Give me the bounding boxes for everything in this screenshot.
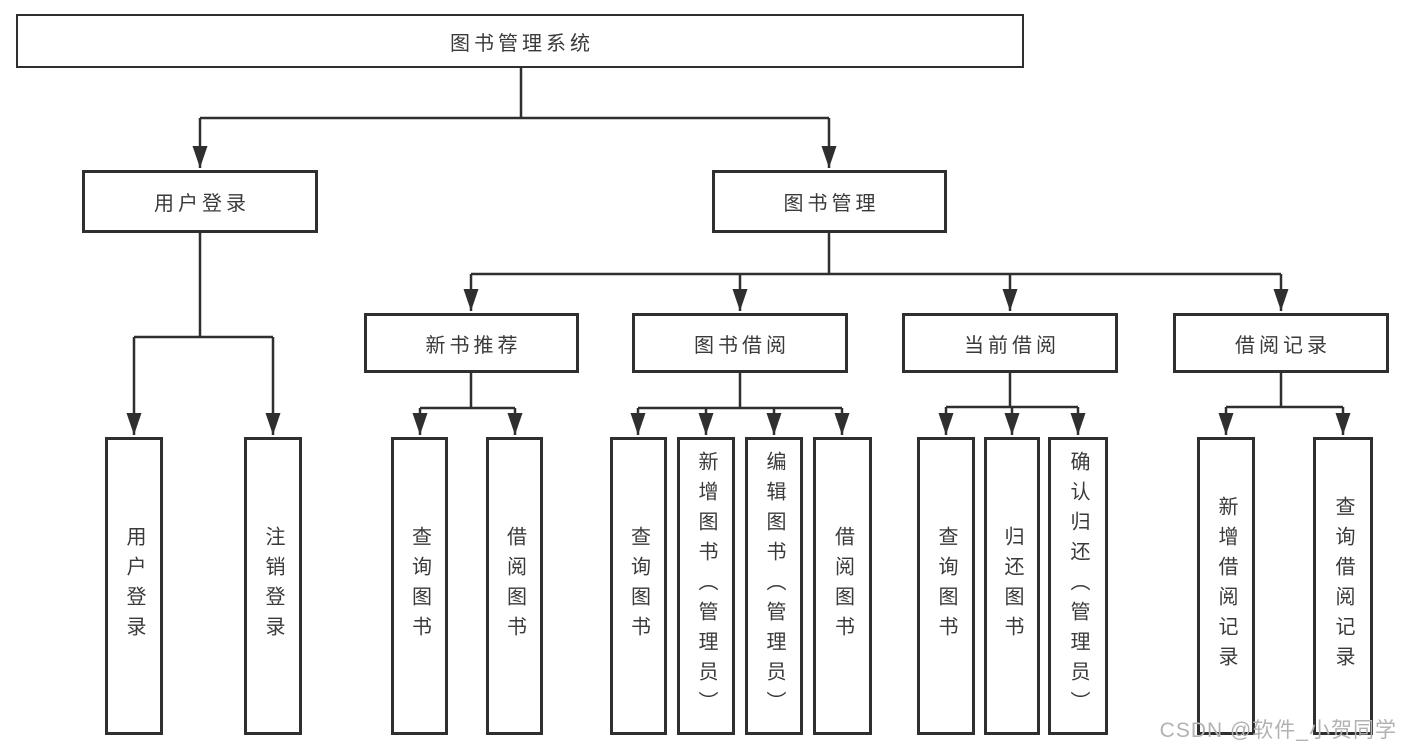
node-book-management: 图书管理 [712, 170, 947, 233]
leaf-search-books-recommend: 查询图书 [391, 437, 448, 735]
leaf-borrow-books: 借阅图书 [813, 437, 872, 735]
connector-current-borrow-children [938, 373, 1086, 435]
connector-book-management-children [463, 233, 1289, 311]
leaf-search-books-current: 查询图书 [917, 437, 975, 735]
node-library-management-system: 图书管理系统 [16, 14, 1024, 68]
leaf-add-book-admin: 新增图书（管理员） [677, 437, 735, 735]
connector-book-borrow-children [630, 373, 850, 435]
node-book-borrowing: 图书借阅 [632, 313, 848, 373]
connector-user-login-children [126, 233, 281, 435]
connector-root-to-level2 [192, 68, 837, 168]
connector-borrow-record-children [1218, 373, 1351, 435]
node-user-login: 用户登录 [82, 170, 318, 233]
leaf-confirm-return-admin: 确认归还（管理员） [1048, 437, 1108, 735]
leaf-search-books-borrow: 查询图书 [610, 437, 667, 735]
leaf-user-login: 用户登录 [105, 437, 163, 735]
leaf-add-borrow-record: 新增借阅记录 [1197, 437, 1255, 735]
leaf-search-borrow-record: 查询借阅记录 [1313, 437, 1373, 735]
leaf-logout: 注销登录 [244, 437, 302, 735]
node-new-book-recommendation: 新书推荐 [364, 313, 579, 373]
node-current-borrowing: 当前借阅 [902, 313, 1118, 373]
leaf-return-book: 归还图书 [984, 437, 1040, 735]
watermark: CSDN @软件_小贺同学 [1159, 719, 1397, 742]
connector-new-book-children [412, 373, 523, 435]
node-borrowing-records: 借阅记录 [1173, 313, 1389, 373]
leaf-borrow-books-recommend: 借阅图书 [486, 437, 543, 735]
leaf-edit-book-admin: 编辑图书（管理员） [745, 437, 803, 735]
